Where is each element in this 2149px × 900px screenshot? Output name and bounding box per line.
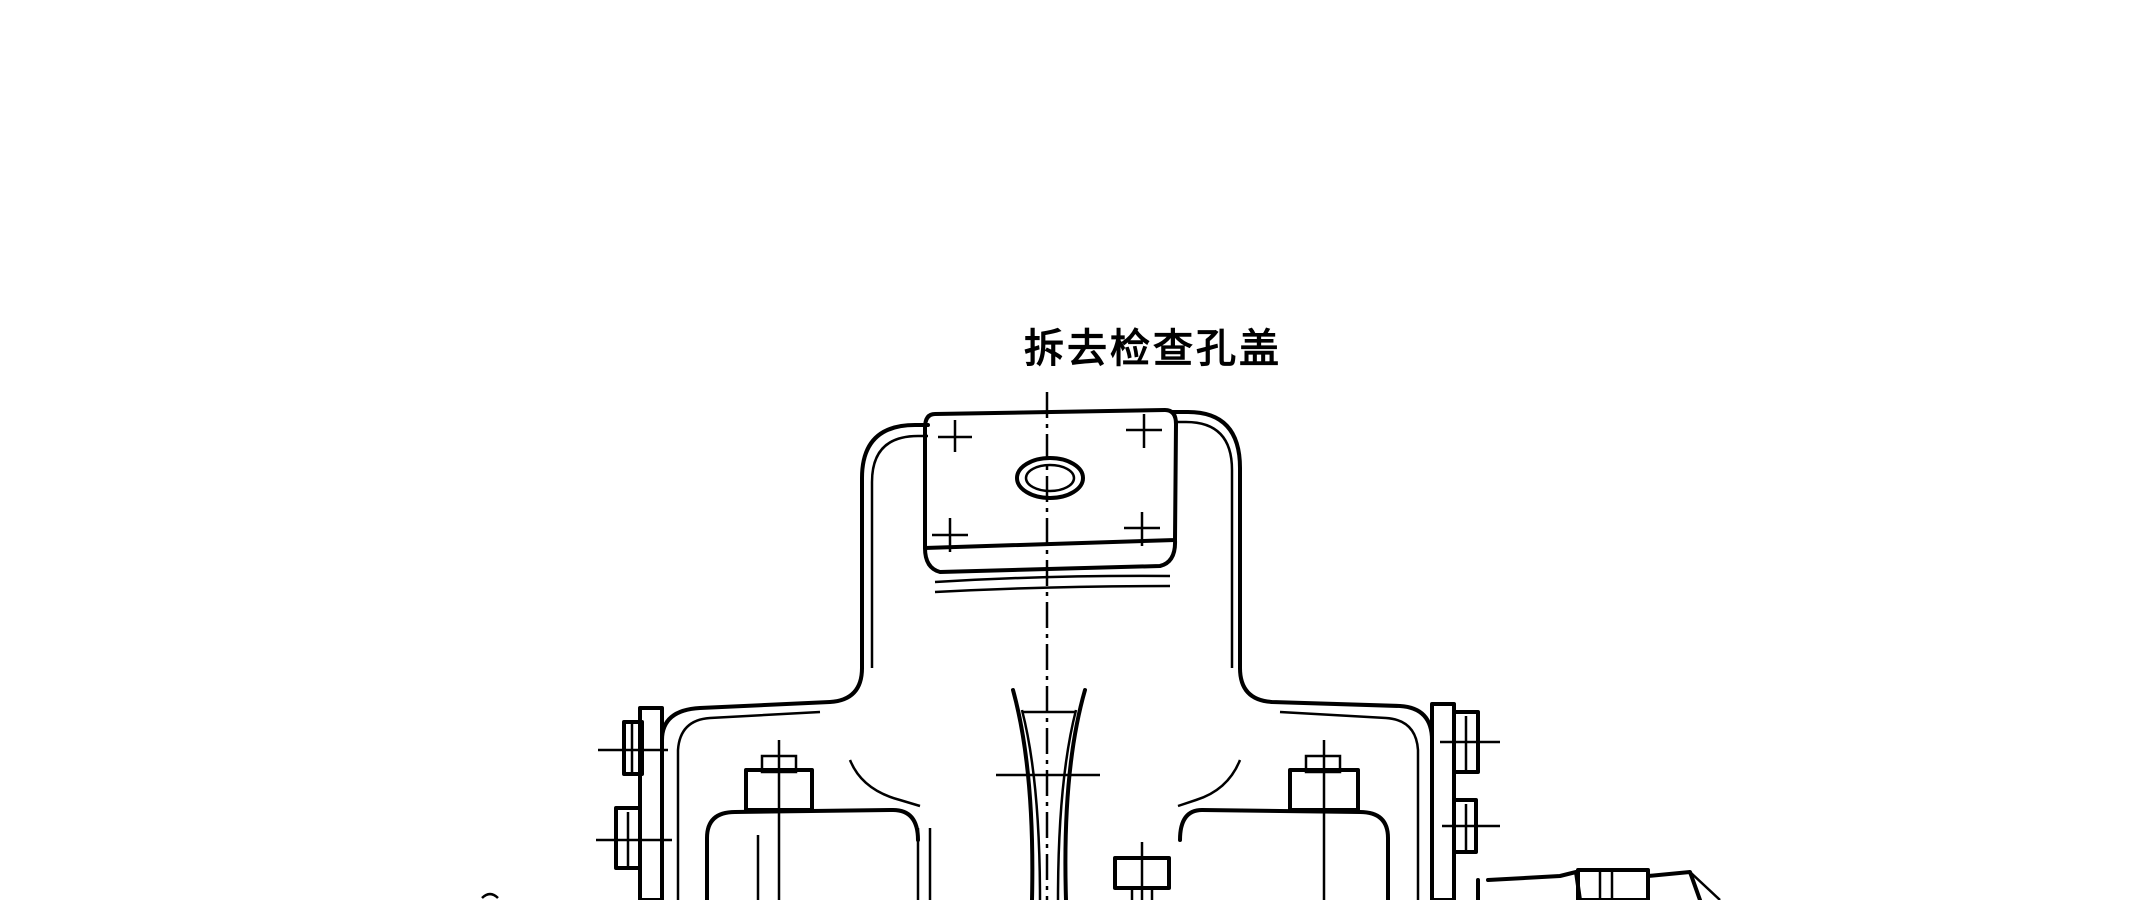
left-flange — [596, 706, 672, 900]
left-nut — [744, 740, 814, 900]
center-nut — [1113, 842, 1171, 900]
inspection-cover — [923, 408, 1178, 594]
edge-mark — [481, 892, 499, 899]
central-slot — [996, 688, 1100, 900]
right-shoulder — [1238, 666, 1434, 900]
cover-bolt-marks — [932, 414, 1162, 552]
right-flange — [1430, 702, 1500, 900]
cover-center-hole — [1015, 456, 1085, 500]
callout-label: 拆去检查孔盖 — [1024, 325, 1282, 372]
inner-right-cavity — [1178, 808, 1390, 900]
right-nut — [1288, 740, 1360, 900]
housing-outline — [860, 410, 1242, 670]
housing-inner-line — [870, 420, 1234, 668]
right-attachment — [1476, 868, 1721, 900]
left-shoulder — [660, 666, 864, 900]
inner-left-cavity — [705, 808, 920, 900]
